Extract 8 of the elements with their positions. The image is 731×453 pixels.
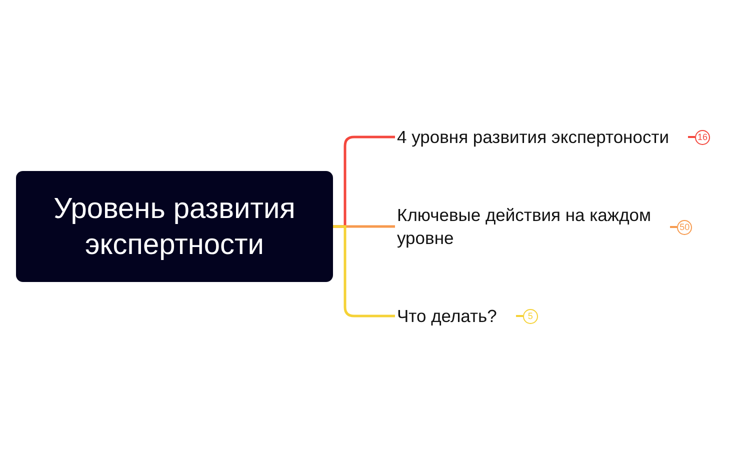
central-topic-box: Уровень развития экспертности xyxy=(16,171,333,282)
topic-text: 4 уровня развития экспертоности xyxy=(397,126,669,148)
count-badge: 50 xyxy=(670,220,692,234)
topic-text: Что делать? xyxy=(397,304,497,328)
topic-text: Ключевые действия на каждом уровне xyxy=(397,204,669,250)
count-badge: 16 xyxy=(688,130,710,144)
branch-connector xyxy=(333,225,395,318)
count-badge: 5 xyxy=(516,308,538,324)
